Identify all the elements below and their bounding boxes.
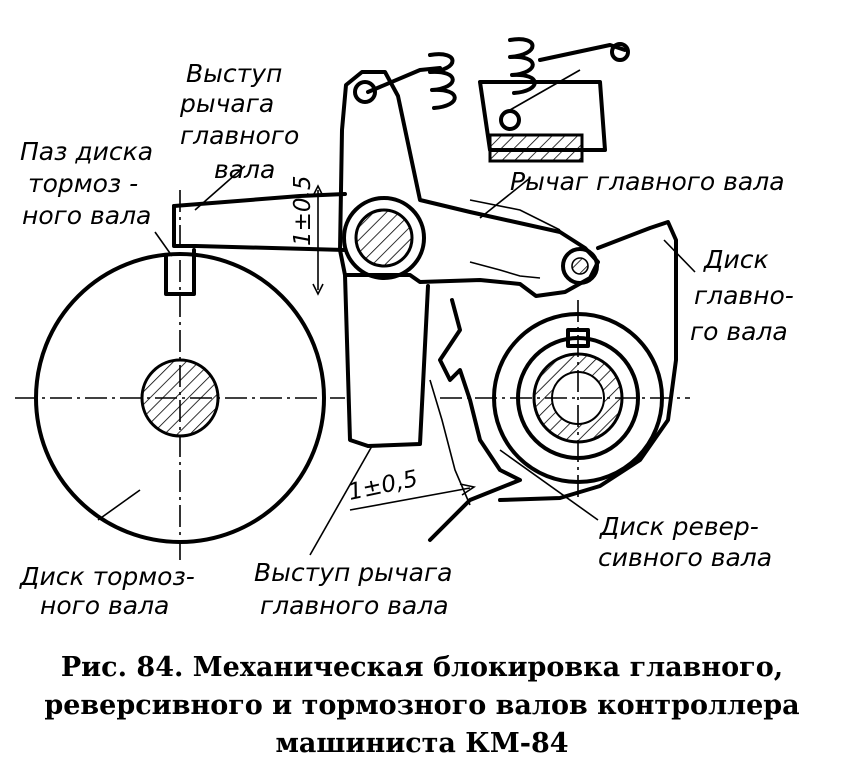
label-main-lever-projection-bottom: Выступ рычага главного вала xyxy=(254,558,460,620)
main-shaft-lever xyxy=(172,70,600,448)
caption-line-3: машиниста КМ-84 xyxy=(275,728,569,759)
label-main-disk: Диск главно- го вала xyxy=(690,245,802,346)
brake-shaft-disk xyxy=(15,190,345,560)
reverse-shaft-disk xyxy=(428,298,690,542)
main-shaft-disk xyxy=(469,220,678,502)
dimension-marks xyxy=(312,184,477,511)
caption-line-1: Рис. 84. Механическая блокировка главног… xyxy=(60,652,784,683)
label-main-lever-projection-top: Выступ рычага главного вала xyxy=(179,59,307,184)
leader-lines xyxy=(97,165,696,556)
springs xyxy=(366,37,630,110)
caption-line-2: реверсивного и тормозного валов контролл… xyxy=(44,690,800,721)
label-main-lever: Рычаг главного вала xyxy=(510,167,785,196)
label-reverse-disk: Диск ревер- сивного вала xyxy=(598,512,772,572)
label-brake-disk-slot: Паз диска тормоз - ного вала xyxy=(20,137,161,230)
dimension-gap-top: 1±0,5 xyxy=(290,176,316,246)
label-brake-disk: Диск тормоз- ного вала xyxy=(19,562,203,620)
bracket xyxy=(478,69,607,163)
